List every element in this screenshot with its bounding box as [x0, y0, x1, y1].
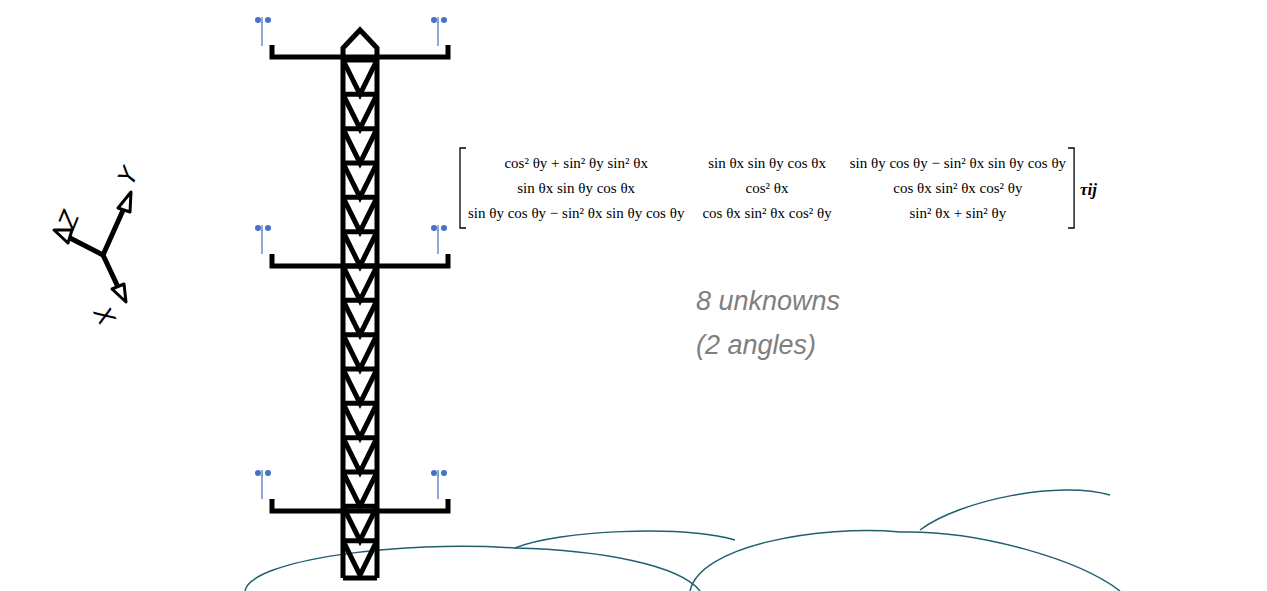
insulator: [431, 17, 447, 46]
clouds: [245, 490, 1120, 591]
matrix-cell: cos θx sin² θx cos² θy: [702, 205, 831, 222]
insulators: [255, 17, 447, 499]
crossarms: [272, 45, 448, 511]
matrix-cell: cos θx sin² θx cos² θy: [893, 180, 1022, 197]
lattice-bar: [343, 161, 377, 166]
matrix-cell: sin θy cos θy − sin² θx sin θy cos θy: [468, 205, 684, 222]
lattice-brace: [343, 94, 377, 128]
matrix-cell: cos² θy + sin² θy sin² θx: [504, 155, 648, 172]
insulator: [255, 225, 271, 254]
note-text: 8 unknowns: [696, 286, 840, 317]
matrix-cell: sin θx sin θy cos θx: [708, 155, 826, 172]
axis-label: X: [88, 302, 120, 330]
stress-tensor-symbol: τij: [1080, 180, 1097, 200]
lattice-bar: [343, 504, 377, 509]
note-text: (2 angles): [696, 330, 816, 361]
lattice-bar: [343, 435, 377, 440]
matrix-cell: cos² θx: [746, 180, 789, 197]
axis-label: Y: [112, 163, 144, 189]
lattice-bar: [343, 195, 377, 200]
lattice-brace: [343, 335, 377, 369]
axis-arrowheads: [54, 192, 131, 302]
matrix-cell: sin² θx + sin² θy: [909, 205, 1006, 222]
lattice-bar: [343, 538, 377, 543]
matrix-cell: sin θx sin θy cos θx: [517, 180, 635, 197]
matrix-cell: sin θy cos θy − sin² θx sin θy cos θy: [850, 155, 1066, 172]
lattice-bar: [343, 332, 377, 337]
lattice-brace: [343, 163, 377, 197]
lattice-brace: [343, 541, 377, 575]
lattice-brace: [343, 403, 377, 437]
lattice-brace: [343, 266, 377, 300]
insulator: [255, 470, 271, 499]
lattice-brace: [343, 438, 377, 472]
lattice-tower: [343, 30, 377, 578]
bracket: [460, 148, 466, 228]
matrix-brackets: [460, 148, 1074, 228]
bracket: [1068, 148, 1074, 228]
lattice-bar: [343, 298, 377, 303]
lattice-brace: [343, 300, 377, 334]
lattice-bar: [343, 229, 377, 234]
lattice-bar: [343, 92, 377, 97]
lattice-bar: [343, 126, 377, 131]
lattice-bar: [343, 367, 377, 372]
lattice-brace: [343, 60, 377, 94]
lattice-brace: [343, 232, 377, 266]
lattice-brace: [343, 472, 377, 506]
lattice-brace: [343, 197, 377, 231]
lattice-brace: [343, 129, 377, 163]
insulator: [431, 470, 447, 499]
lattice-bar: [343, 401, 377, 406]
insulator: [255, 17, 271, 46]
lattice-brace: [343, 369, 377, 403]
lattice-bar: [343, 470, 377, 475]
insulator: [431, 225, 447, 254]
